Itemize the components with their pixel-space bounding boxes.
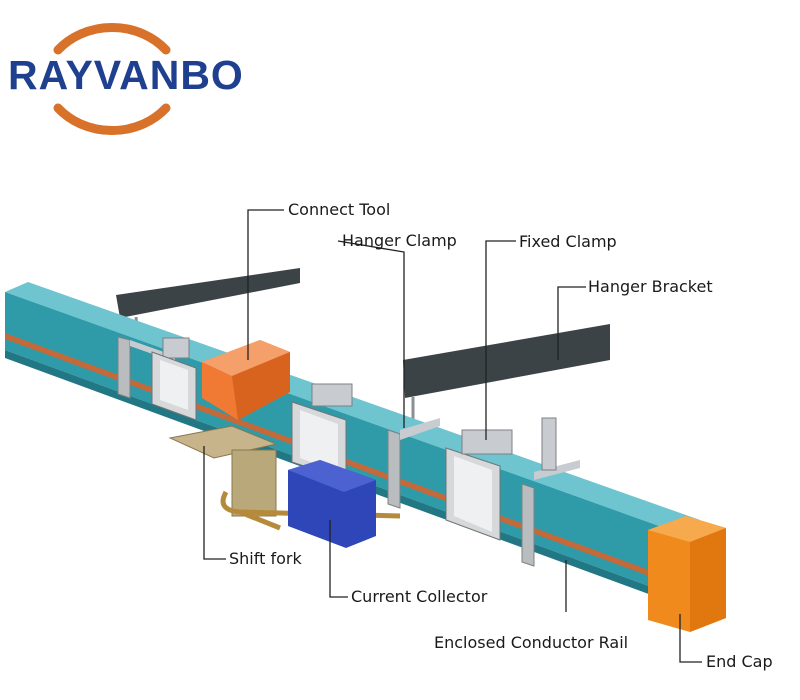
brand-name: RAYVANBO — [8, 52, 244, 98]
label-shift-fork: Shift fork — [229, 549, 302, 568]
label-fixed-clamp: Fixed Clamp — [519, 232, 617, 251]
leader-current-collector — [329, 520, 348, 598]
leader-hanger-clamp — [337, 240, 405, 428]
leader-end-cap — [679, 614, 702, 663]
fixed-clamp-right — [445, 429, 513, 541]
connect-tool — [202, 340, 290, 420]
hanger-bracket-right — [403, 324, 610, 398]
leader-connect-tool — [247, 209, 284, 360]
label-current-collector: Current Collector — [351, 587, 488, 606]
hanger-clamp-middle — [387, 418, 440, 509]
label-end-cap: End Cap — [706, 652, 773, 671]
shift-fork — [168, 425, 401, 531]
label-hanger-clamp: Hanger Clamp — [342, 231, 457, 250]
label-hanger-bracket: Hanger Bracket — [588, 277, 713, 296]
leader-hanger-bracket — [557, 286, 586, 360]
hanger-bracket-left — [116, 268, 300, 318]
fixed-clamp-middle — [291, 383, 353, 481]
current-collector — [288, 460, 376, 548]
label-connect-tool: Connect Tool — [288, 200, 391, 219]
leader-fixed-clamp — [485, 240, 516, 440]
leader-shift-fork — [203, 446, 226, 560]
fixed-clamp-left — [151, 351, 197, 421]
hanger-clamp-right — [521, 417, 580, 567]
logo-ring-icon — [53, 22, 171, 136]
label-enclosed-conductor-rail: Enclosed Conductor Rail — [434, 633, 629, 652]
end-cap — [648, 516, 726, 632]
